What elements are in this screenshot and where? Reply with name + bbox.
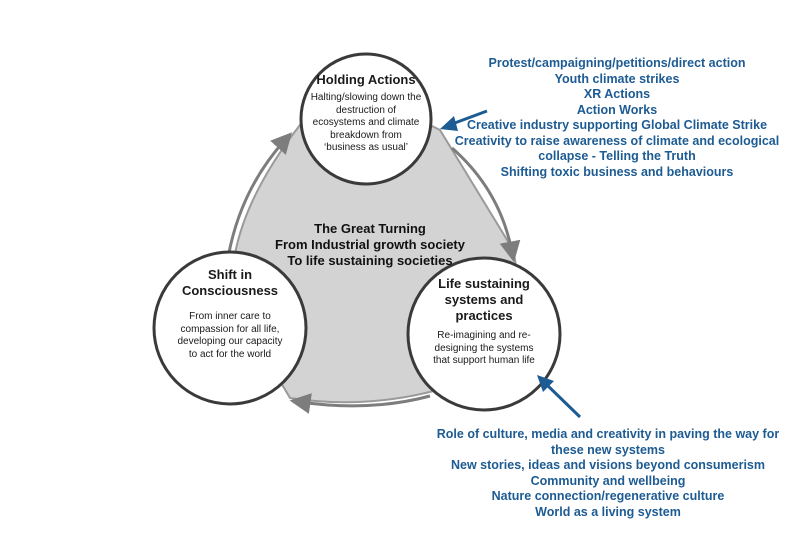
- holding-desc-line: Halting/slowing down the: [310, 92, 422, 103]
- holding-example-item: Creative industry supporting Global Clim…: [466, 118, 768, 132]
- life-sustaining-title: Life sustaining systems and practices: [414, 276, 554, 324]
- life-title-line: Life sustaining: [438, 276, 530, 291]
- holding-actions-desc: Halting/slowing down the destruction of …: [306, 92, 426, 155]
- life-example-item: Role of culture, media and creativity in…: [436, 427, 780, 441]
- holding-actions-circle: [299, 52, 433, 186]
- center-line-3: To life sustaining societies: [287, 253, 453, 268]
- center-title: The Great Turning From Industrial growth…: [250, 221, 490, 269]
- life-example-item: these new systems: [551, 442, 665, 457]
- pointer-arrow-life: [537, 375, 582, 419]
- life-desc-line: designing the systems: [434, 342, 534, 354]
- holding-actions-title: Holding Actions: [316, 72, 416, 87]
- life-desc-line: that support human life: [433, 355, 535, 366]
- life-example-item: Nature connection/regenerative culture: [491, 489, 725, 503]
- shift-consciousness-desc: From inner care to compassion for all li…: [160, 311, 300, 361]
- holding-actions-examples: Protest/campaigning/petitions/direct act…: [452, 56, 782, 180]
- shift-consciousness-title: Shift in Consciousness: [160, 267, 300, 299]
- life-systems-examples: Role of culture, media and creativity in…: [426, 427, 790, 520]
- shift-desc-line: to act for the world: [188, 348, 272, 360]
- holding-example-item: Youth climate strikes: [554, 71, 680, 86]
- life-example-item: Community and wellbeing: [530, 473, 686, 488]
- holding-example-item: Creativity to raise awareness of climate…: [454, 133, 780, 148]
- cycle-arrow-left: [226, 132, 293, 259]
- life-sustaining-circle: [406, 256, 562, 412]
- holding-desc-line: breakdown from: [330, 129, 402, 141]
- holding-desc-line: ‘business as usual’: [324, 142, 408, 153]
- holding-example-item: Protest/campaigning/petitions/direct act…: [488, 56, 746, 70]
- life-example-item: New stories, ideas and visions beyond co…: [451, 458, 765, 472]
- holding-example-item: Shifting toxic business and behaviours: [500, 164, 734, 179]
- shift-desc-line: From inner care to: [189, 311, 271, 322]
- holding-desc-line: destruction of: [335, 104, 397, 116]
- life-title-line: practices: [455, 308, 513, 323]
- center-line-1: The Great Turning: [314, 221, 426, 236]
- holding-desc-line: ecosystems and climate: [312, 117, 420, 128]
- cycle-arrow-bottom: [289, 393, 431, 414]
- shift-title-line: Consciousness: [181, 283, 279, 298]
- life-example-item: World as a living system: [535, 504, 681, 519]
- life-title-line: systems and: [444, 292, 524, 307]
- shift-desc-line: developing our capacity: [177, 336, 283, 347]
- life-desc-line: Re-imagining and re-: [437, 330, 531, 341]
- shift-consciousness-circle: [152, 250, 308, 406]
- shift-desc-line: compassion for all life,: [180, 323, 280, 335]
- holding-example-item: Action Works: [576, 102, 658, 117]
- holding-actions-text: Holding Actions Halting/slowing down the…: [306, 72, 426, 155]
- center-line-2: From Industrial growth society: [275, 237, 465, 252]
- cycle-arrow-right: [451, 146, 521, 263]
- shift-title-line: Shift in: [207, 267, 253, 282]
- life-sustaining-text: Life sustaining systems and practices Re…: [414, 276, 554, 368]
- shift-consciousness-text: Shift in Consciousness From inner care t…: [160, 267, 300, 361]
- holding-example-item: collapse - Telling the Truth: [538, 149, 696, 163]
- pointer-arrow-holding: [440, 109, 488, 131]
- life-sustaining-desc: Re-imagining and re- designing the syste…: [414, 330, 554, 368]
- holding-example-item: XR Actions: [583, 87, 651, 101]
